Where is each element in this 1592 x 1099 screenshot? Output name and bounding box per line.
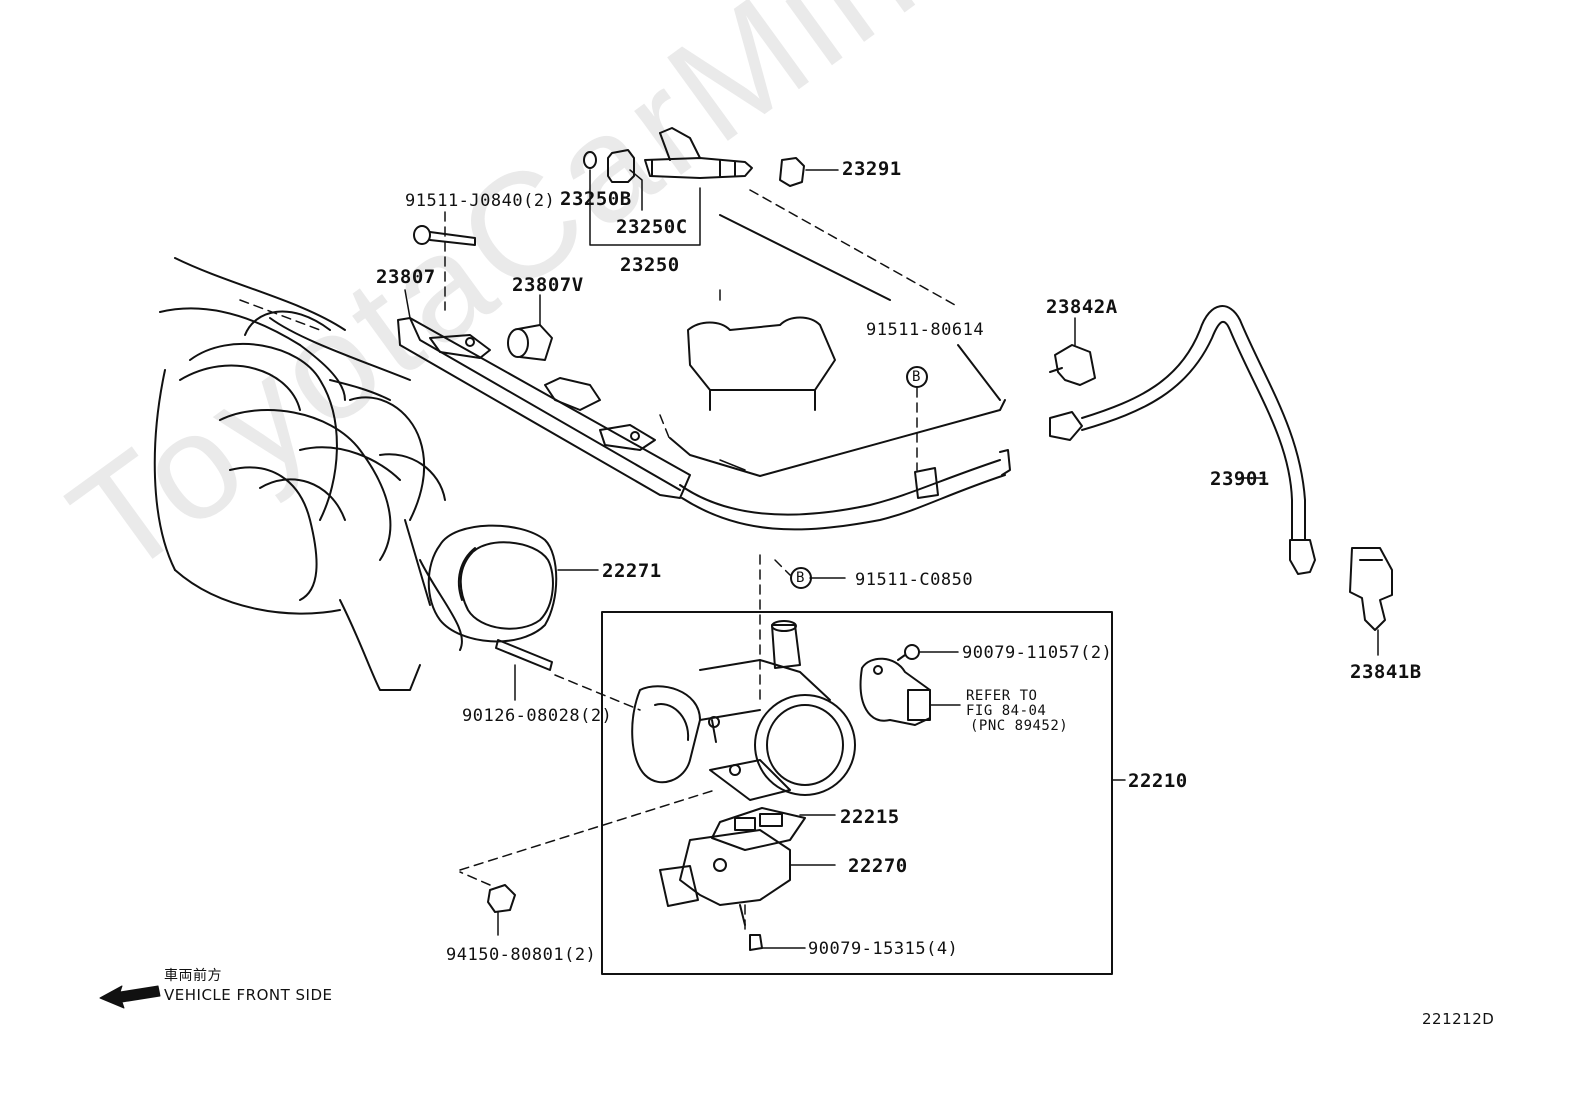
part-label-22271[interactable]: 22271: [602, 560, 662, 582]
figure-id: 221212D: [1422, 1010, 1495, 1028]
throttle-sensor-drawing: [859, 657, 931, 726]
part-label-23901[interactable]: 23901: [1210, 468, 1270, 490]
injector-assembly-drawing: [583, 127, 805, 187]
bolt-drawing: [413, 225, 476, 246]
part-label-91511-80614[interactable]: 91511-80614: [866, 320, 985, 340]
insulator-drawing: [507, 324, 553, 361]
refer-note-line-3: (PNC 89452): [970, 718, 1069, 734]
marker-b-2: B: [796, 570, 805, 586]
part-label-22270[interactable]: 22270: [848, 855, 908, 877]
screw-15315-drawing: [749, 934, 763, 951]
gasket-22215-drawing: [711, 807, 806, 851]
part-label-23250[interactable]: 23250: [620, 254, 680, 276]
part-label-23841b[interactable]: 23841B: [1350, 661, 1422, 683]
marker-b-circle-1: [906, 366, 928, 388]
throttle-body-box: [601, 611, 1113, 975]
part-label-23807v[interactable]: 23807V: [512, 274, 584, 296]
part-label-22210[interactable]: 22210: [1128, 770, 1188, 792]
clip-drawing: [1049, 344, 1096, 386]
dashed-leader-lines: [239, 189, 956, 936]
gasket-drawing: [427, 524, 558, 643]
part-label-90079-15315[interactable]: 90079-15315(4): [808, 939, 959, 959]
marker-b-1: B: [912, 369, 921, 385]
head-cover-drawing: [669, 214, 1006, 477]
intake-manifold-drawing: [153, 257, 463, 691]
part-label-91511-j0840[interactable]: 91511-J0840(2): [405, 191, 556, 211]
fuel-hose-drawing: [1049, 305, 1316, 575]
front-arrow-icon: [99, 985, 161, 1009]
part-label-23250c[interactable]: 23250C: [616, 216, 688, 238]
throttle-body-drawing: [631, 620, 856, 801]
leader-lines: [404, 169, 1379, 949]
part-label-90126-08028[interactable]: 90126-08028(2): [462, 706, 613, 726]
isc-valve-drawing: [659, 829, 791, 926]
part-label-90079-11057[interactable]: 90079-11057(2): [962, 643, 1113, 663]
stud-drawing: [495, 639, 553, 671]
nut-drawing: [487, 884, 516, 913]
refer-note[interactable]: REFER TO FIG 84-04 (PNC 89452): [966, 689, 1068, 734]
part-label-22215[interactable]: 22215: [840, 806, 900, 828]
part-label-23291[interactable]: 23291: [842, 158, 902, 180]
vehicle-front-label: VEHICLE FRONT SIDE: [164, 986, 333, 1004]
refer-note-line-1: REFER TO: [966, 688, 1038, 704]
vehicle-front-jp-label: 車両前方: [164, 968, 222, 984]
part-label-23807[interactable]: 23807: [376, 266, 436, 288]
fuel-delivery-pipe: [397, 317, 1011, 531]
part-label-23250b[interactable]: 23250B: [560, 188, 632, 210]
clip-23841b-drawing: [1349, 547, 1393, 631]
refer-note-line-2: FIG 84-04: [966, 703, 1047, 719]
part-label-94150-80801[interactable]: 94150-80801(2): [446, 945, 597, 965]
part-label-91511-c0850[interactable]: 91511-C0850: [855, 570, 974, 590]
part-label-23842a[interactable]: 23842A: [1046, 296, 1118, 318]
screw-drawing: [897, 644, 920, 661]
